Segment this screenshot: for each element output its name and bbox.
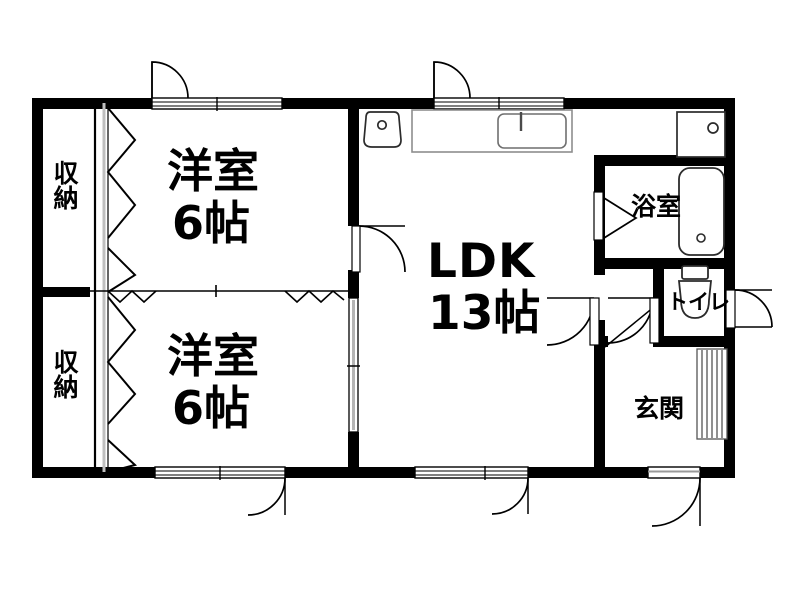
stove-icon (497, 112, 567, 149)
door-leaves[interactable] (351, 225, 736, 346)
bedroom-top-size: 6帖 (172, 196, 251, 250)
interior-walls (32, 98, 735, 478)
toilet-icon (678, 265, 712, 319)
window-kitchen-north[interactable] (433, 97, 565, 111)
shoe-cabinet-icon (696, 348, 728, 440)
closet-doors-top[interactable] (106, 107, 137, 293)
closet-doors-bottom[interactable] (106, 296, 138, 473)
ldk-name: LDK (427, 234, 536, 289)
window-bedroom-bottom-south[interactable] (154, 466, 286, 480)
door-bedroom-divider-sliding[interactable] (347, 297, 360, 433)
bath-door[interactable] (593, 191, 638, 241)
sink-icon (363, 111, 402, 148)
bedroom-bottom-size: 6帖 (172, 381, 251, 435)
window-ldk-south[interactable] (414, 466, 529, 480)
bathtub-icon (678, 167, 725, 256)
bedroom-bottom-name: 洋室 (167, 329, 259, 383)
bathroom-name: 浴室 (631, 192, 682, 221)
window-bedroom-top-north[interactable] (151, 97, 283, 111)
door-entrance-south[interactable] (647, 466, 701, 479)
closet-partition (93, 103, 109, 472)
entrance-name: 玄関 (634, 394, 685, 423)
ldk-size: 13帖 (428, 286, 541, 341)
washing-machine-icon (676, 111, 726, 158)
closet-top-label: 収納 (50, 160, 79, 210)
bedroom-divider-partition[interactable] (90, 285, 348, 304)
bedroom-top-name: 洋室 (167, 144, 259, 198)
toilet-name: トイレ (667, 290, 730, 314)
closet-bottom-label: 収納 (50, 349, 79, 399)
